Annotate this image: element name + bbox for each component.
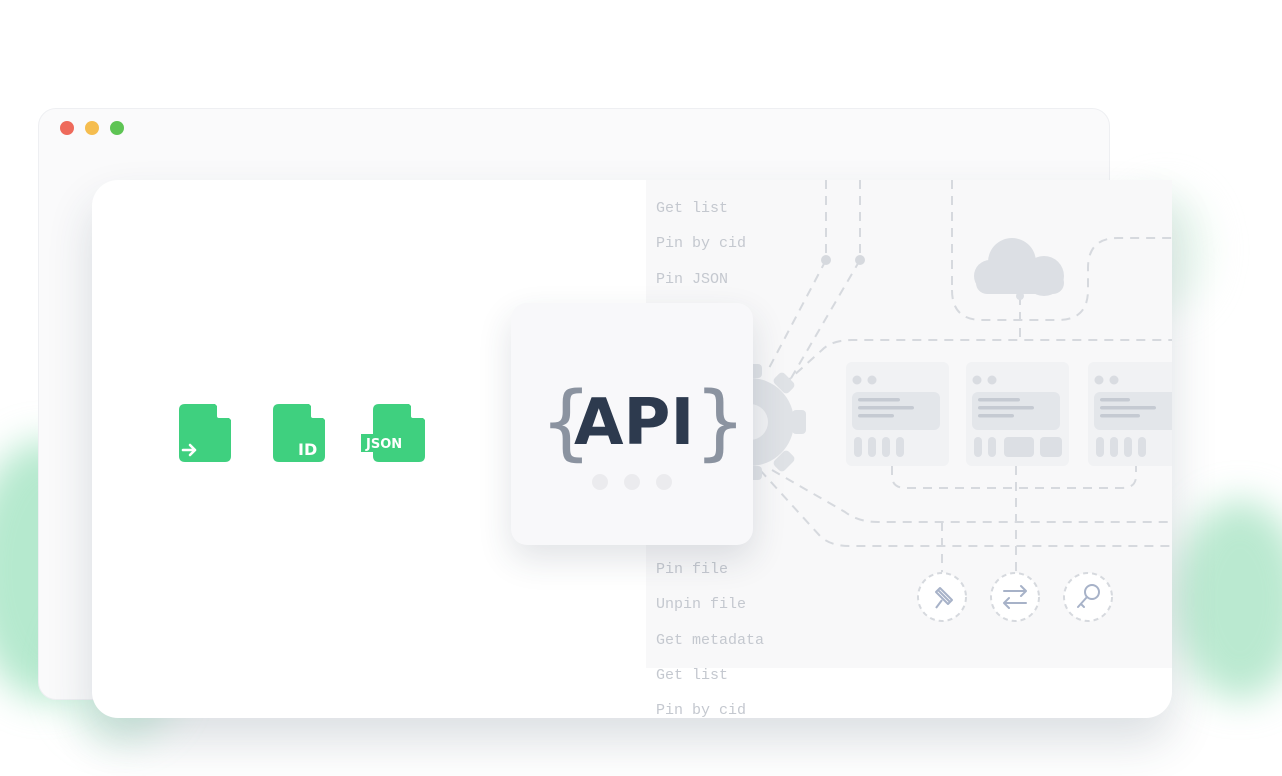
window-close-button[interactable] — [60, 121, 74, 135]
window-maximize-button[interactable] — [110, 121, 124, 135]
api-close-brace: } — [694, 375, 747, 470]
api-open-brace: { — [540, 375, 593, 470]
api-loading-dot-2 — [624, 474, 640, 490]
file-json-icon[interactable]: JSON — [361, 404, 427, 464]
server-card-2 — [966, 362, 1069, 466]
code-line-pin-by-cid-2: Pin by cid — [656, 702, 747, 719]
code-line-get-metadata: Get metadata — [656, 632, 765, 649]
file-id-label: ID — [298, 440, 317, 459]
pin-icon[interactable] — [917, 572, 967, 622]
api-loading-dot-1 — [592, 474, 608, 490]
file-id-icon[interactable]: ID — [273, 404, 327, 464]
code-line-unpin-file: Unpin file — [656, 596, 747, 613]
api-loading-dot-3 — [656, 474, 672, 490]
file-arrow-icon[interactable] — [179, 404, 233, 464]
green-blob-right — [1175, 500, 1282, 700]
key-icon[interactable] — [1063, 572, 1113, 622]
server-card-1 — [846, 362, 949, 466]
cloud-icon — [974, 238, 1064, 296]
file-json-label: JSON — [365, 437, 402, 452]
code-line-pin-file: Pin file — [656, 561, 729, 578]
server-card-3 — [1088, 362, 1172, 466]
api-title: API — [574, 386, 695, 460]
code-line-pin-by-cid: Pin by cid — [656, 235, 747, 252]
code-line-get-list: Get list — [656, 200, 729, 217]
code-line-pin-json: Pin JSON — [656, 271, 729, 288]
transfer-icon[interactable] — [990, 572, 1040, 622]
window-minimize-button[interactable] — [85, 121, 99, 135]
code-line-get-list-2: Get list — [656, 667, 729, 684]
api-card — [511, 303, 753, 545]
